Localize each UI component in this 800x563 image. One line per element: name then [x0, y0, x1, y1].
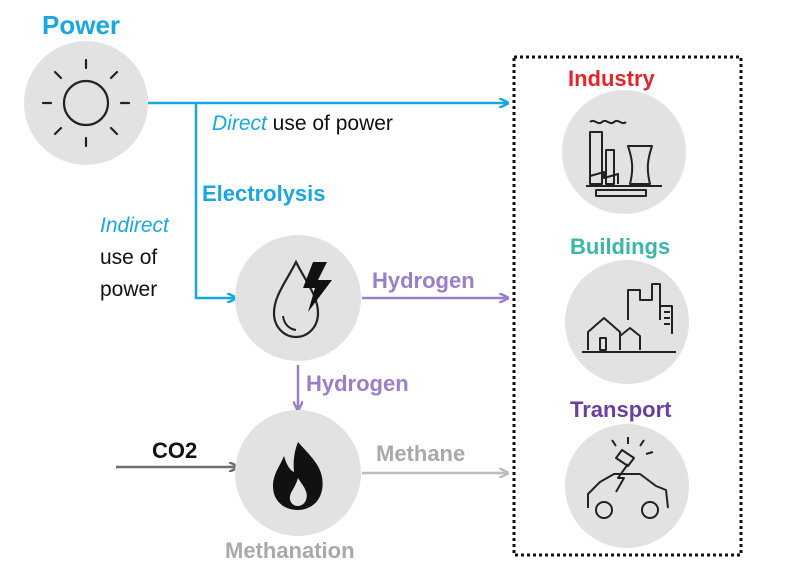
industry-label: Industry	[568, 66, 655, 91]
end-use-box	[512, 55, 743, 557]
electric-car-icon	[565, 424, 689, 548]
buildings-label: Buildings	[570, 234, 671, 259]
indirect-use-line1: Indirect	[100, 214, 169, 237]
transport-label: Transport	[570, 397, 672, 422]
indirect-use-line2: use of	[100, 246, 158, 269]
sun-icon	[24, 41, 148, 165]
indirect-use-label: Indirect use of power	[100, 210, 169, 306]
direct-use-label-rest: use of power	[266, 112, 393, 135]
buildings-icon	[565, 260, 689, 384]
direct-use-label: Direct use of power	[212, 113, 393, 134]
methanation-label: Methanation	[225, 538, 355, 563]
factory-icon	[562, 90, 686, 214]
co2-label: CO2	[152, 438, 198, 463]
hydrogen-down-label: Hydrogen	[306, 371, 409, 396]
methane-label: Methane	[376, 441, 466, 466]
water-lightning-icon	[235, 235, 361, 361]
power-title: Power	[42, 10, 121, 40]
hydrogen-right-label: Hydrogen	[372, 268, 475, 293]
electrolysis-label: Electrolysis	[202, 181, 326, 206]
flame-icon	[235, 410, 361, 536]
electrolysis-arrow	[194, 103, 236, 298]
indirect-use-line3: power	[100, 278, 158, 301]
direct-use-label-italic: Direct	[212, 112, 267, 135]
